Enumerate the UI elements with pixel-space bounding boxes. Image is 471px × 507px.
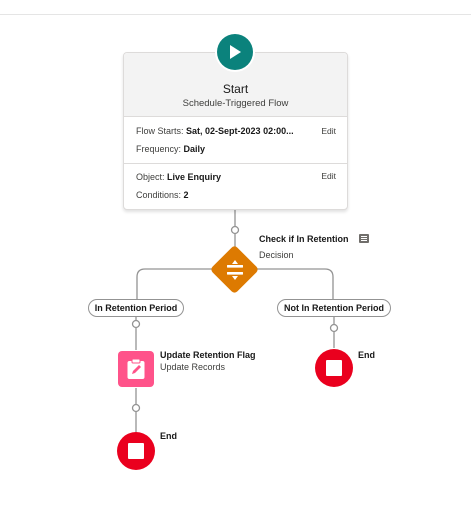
edit-object-link[interactable]: Edit [321, 171, 336, 181]
stop-icon [128, 443, 144, 459]
outcome-in-retention-period[interactable]: In Retention Period [88, 299, 184, 317]
flow-starts-label: Flow Starts: [136, 126, 184, 136]
conditions-label: Conditions: [136, 190, 182, 200]
conditions-value: 2 [183, 190, 189, 200]
update-type: Update Records [160, 362, 226, 372]
stop-icon [326, 360, 342, 376]
edit-schedule-link[interactable]: Edit [321, 126, 336, 136]
clipboard-edit-icon [127, 358, 145, 379]
play-icon [230, 45, 241, 59]
start-title: Start [222, 82, 249, 96]
decision-type: Decision [259, 250, 294, 260]
outcome-not-in-retention-period[interactable]: Not In Retention Period [277, 299, 391, 317]
object-label: Object: [136, 172, 165, 182]
object-row: Object: Live Enquiry [136, 172, 221, 182]
flow-starts-value: Sat, 02-Sept-2023 02:00... [186, 126, 294, 136]
update-records-element[interactable] [118, 351, 154, 387]
end-element-left[interactable] [117, 432, 155, 470]
start-element-card[interactable]: Start Schedule-Triggered Flow Flow Start… [123, 52, 348, 210]
conditions-row: Conditions: 2 [136, 190, 189, 200]
frequency-row: Frequency: Daily [136, 144, 205, 154]
decision-icon [227, 260, 243, 280]
object-value: Live Enquiry [167, 172, 222, 182]
update-title[interactable]: Update Retention Flag [160, 350, 256, 360]
end-label-right: End [358, 350, 375, 360]
start-play-icon[interactable] [217, 34, 253, 70]
card-divider [124, 163, 347, 164]
end-element-right[interactable] [315, 349, 353, 387]
frequency-value: Daily [183, 144, 206, 154]
list-icon[interactable] [359, 234, 369, 243]
canvas-top-border [0, 14, 471, 15]
end-label-left: End [160, 431, 177, 441]
flow-starts-row: Flow Starts: Sat, 02-Sept-2023 02:00... [136, 126, 294, 136]
start-subtitle: Schedule-Triggered Flow [182, 98, 289, 109]
decision-title[interactable]: Check if In Retention [259, 234, 349, 244]
frequency-label: Frequency: [136, 144, 182, 154]
